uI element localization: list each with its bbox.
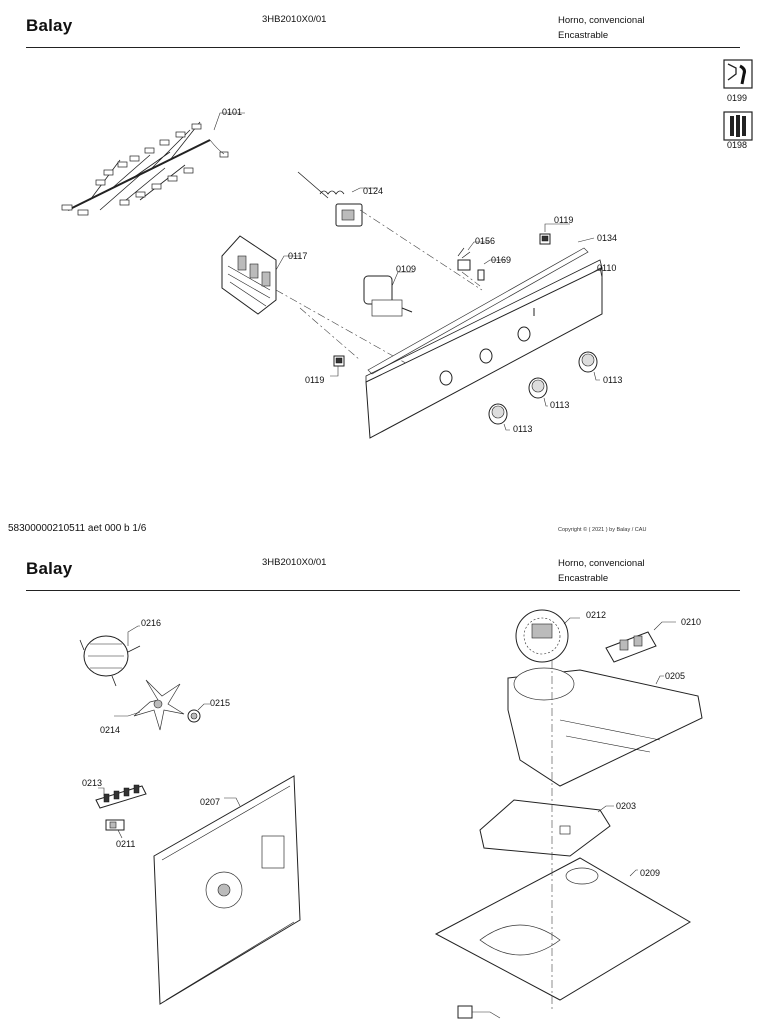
part-0207-rear-panel [153, 775, 301, 1005]
part-bottom-sensor [457, 1005, 501, 1019]
callout-0205: 0205 [665, 671, 686, 681]
callout-0203: 0203 [616, 801, 637, 811]
callout-0124: 0124 [363, 186, 384, 196]
part-0113-knob-c [488, 403, 510, 431]
tools-panel [723, 59, 753, 141]
part-0169-clip [477, 259, 506, 281]
appliance-subtype: Encastrable [558, 30, 609, 41]
part-0212-fan-cover [515, 609, 580, 663]
callout-0113-a: 0113 [603, 375, 623, 385]
callout-0134: 0134 [597, 233, 618, 243]
callout-0119-lower: 0119 [305, 375, 325, 385]
part-0210-heating-element-connector [605, 621, 676, 663]
callout-0113-b: 0113 [550, 400, 570, 410]
part-0134-trim-strip [367, 247, 589, 375]
copyright-notice: Copyright © ( 2021 ) by Balay / CAU [558, 527, 647, 533]
callout-0119-upper: 0119 [554, 215, 574, 225]
callout-0211: 0211 [116, 839, 136, 849]
model-number-page-2: 3HB2010X0/01 [262, 557, 327, 568]
exploded-diagram-oven-body [79, 609, 703, 1019]
wrench-tool-icon [723, 59, 753, 89]
callout-0109: 0109 [396, 264, 417, 274]
tool-label-0198: 0198 [727, 140, 748, 150]
callout-0212: 0212 [586, 610, 607, 620]
exploded-diagram-control-panel [61, 112, 603, 439]
header-divider-page-2 [26, 590, 740, 591]
callout-0207: 0207 [200, 797, 221, 807]
screwdriver-set-icon [723, 111, 753, 141]
callout-0213: 0213 [82, 778, 103, 788]
part-0124-thermostat [297, 171, 378, 227]
callout-0169: 0169 [491, 255, 512, 265]
tool-label-0199: 0199 [727, 93, 748, 103]
part-0113-knob-b [528, 377, 548, 407]
part-0213-terminal-block [95, 784, 147, 809]
callout-0209: 0209 [640, 868, 661, 878]
part-0109-motor [363, 271, 414, 317]
part-0113-knob-a [578, 351, 600, 381]
part-0117-selector-switch [221, 235, 300, 315]
part-0205-top-housing [507, 667, 703, 787]
part-0211-terminal-clip [105, 819, 125, 839]
brand-logo-text: Balay [26, 16, 73, 35]
part-0119-clip-lower [330, 355, 345, 377]
part-0156-switch [457, 241, 490, 271]
part-0209-base-tray [434, 857, 691, 1001]
callout-0110: 0110 [597, 263, 617, 273]
callout-0117: 0117 [288, 251, 308, 261]
callout-0156: 0156 [475, 236, 496, 246]
appliance-type: Horno, convencional [558, 15, 645, 26]
part-0101-wiring-harness [61, 112, 245, 216]
appliance-type-page-2: Horno, convencional [558, 558, 645, 569]
callout-0216: 0216 [141, 618, 162, 628]
callout-0101: 0101 [222, 107, 243, 117]
part-0215-fan-nut [187, 703, 210, 723]
part-0214-fan-blade [114, 679, 185, 731]
callout-0210: 0210 [681, 617, 702, 627]
brand-logo-text-page-2: Balay [26, 559, 73, 578]
callout-0113-c: 0113 [513, 424, 533, 434]
appliance-subtype-page-2: Encastrable [558, 573, 609, 584]
part-0110-control-panel [365, 259, 603, 439]
part-0216-fan-motor [79, 625, 141, 687]
part-0203-insulation-plate [479, 799, 614, 857]
model-number: 3HB2010X0/01 [262, 14, 327, 25]
callout-0214: 0214 [100, 725, 121, 735]
header-divider [26, 47, 740, 48]
part-0119-clip-upper [539, 223, 570, 245]
document-number: 58300000210511 aet 000 b 1/6 [8, 523, 147, 534]
callout-0215: 0215 [210, 698, 231, 708]
